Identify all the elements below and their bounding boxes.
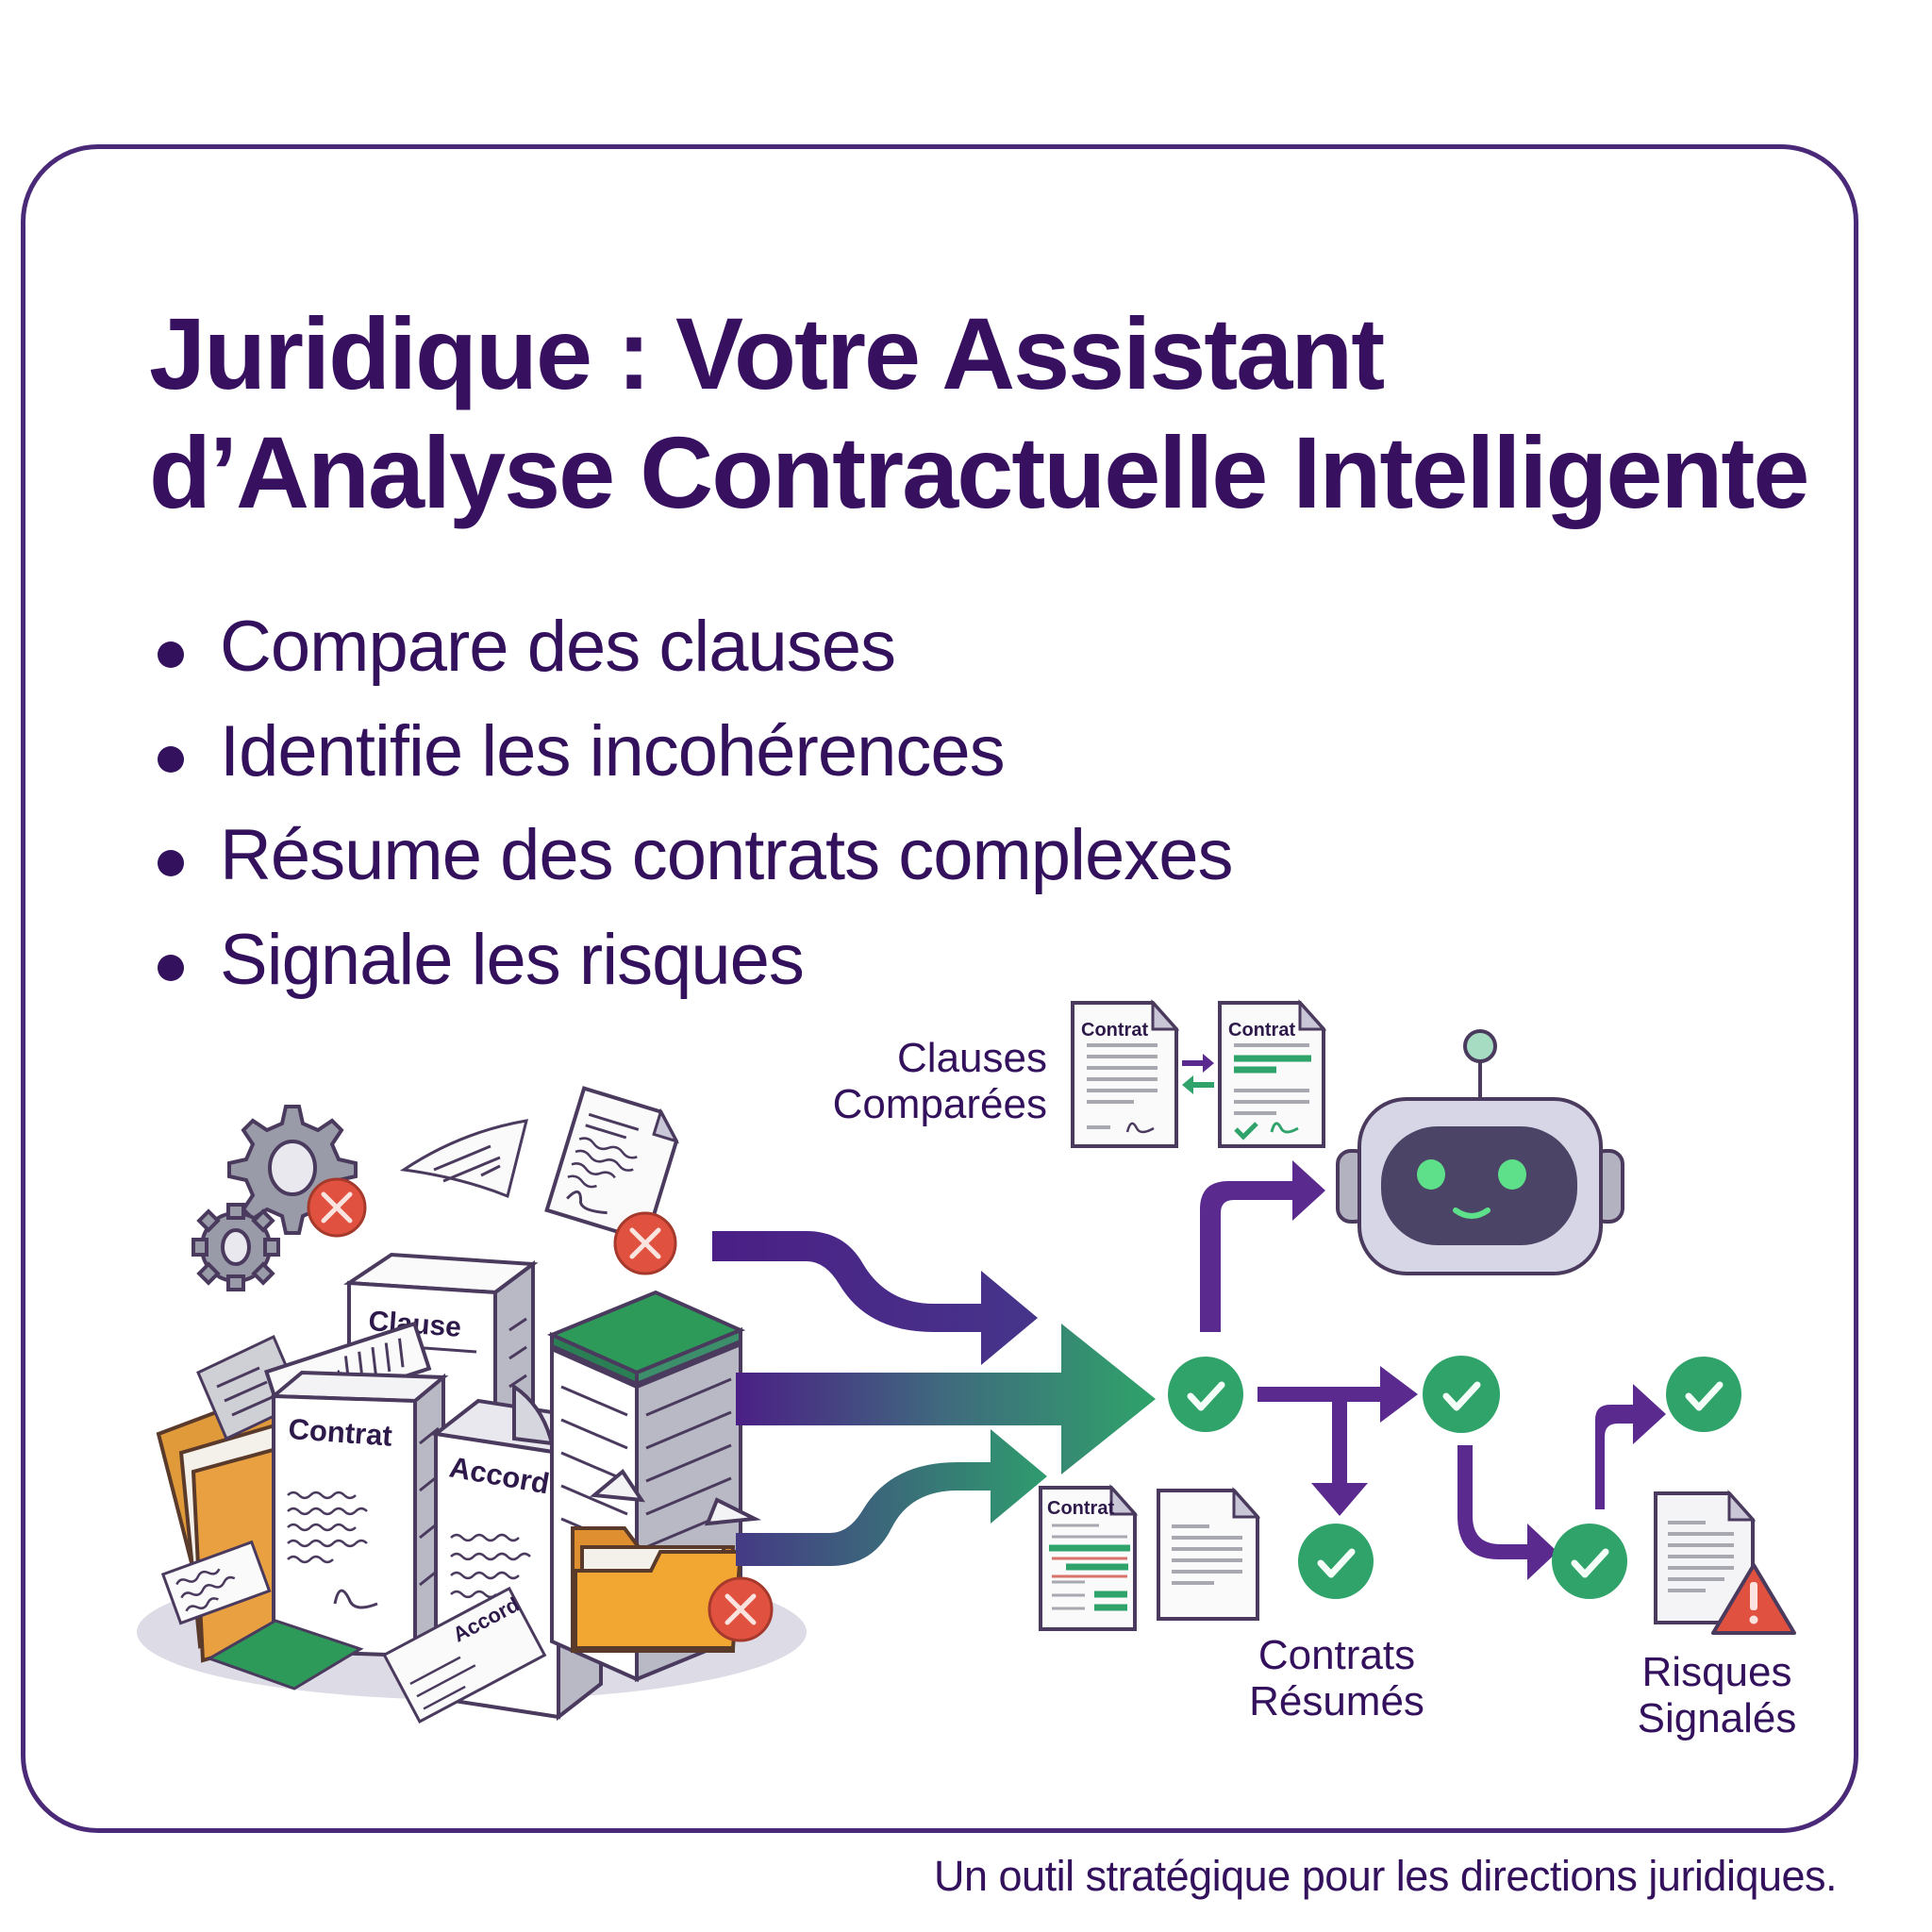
bullet-dot-icon	[158, 641, 184, 668]
contract-doc-right-title: Contrat	[1228, 1020, 1295, 1041]
title-line-1: Juridique : Votre Assistant	[149, 296, 1385, 410]
feature-item-compare: Compare des clauses	[151, 602, 1232, 707]
feature-label: Compare des clauses	[220, 607, 896, 687]
error-x-icon	[307, 1177, 367, 1238]
document-icon	[1157, 1487, 1261, 1621]
contract-summary-document-icon: Contrat	[1039, 1484, 1139, 1631]
compare-arrows-icon	[1182, 1054, 1214, 1094]
feature-label: Signale les risques	[220, 919, 805, 1000]
flagged-risks-label: Risques Signalés	[1575, 1649, 1858, 1741]
contract-stack-label: Contrat	[288, 1412, 393, 1453]
feature-item-flag-risks: Signale les risques	[151, 915, 1232, 1020]
error-x-icon	[613, 1211, 677, 1275]
label-line: Comparées	[832, 1081, 1047, 1127]
contract-document-icon: Contrat	[1071, 999, 1180, 1148]
error-x-icon	[708, 1576, 774, 1642]
loose-sheet-icon	[160, 1540, 272, 1625]
folder-icon	[571, 1526, 743, 1653]
green-folder-icon	[206, 1619, 364, 1690]
flow-connector	[1200, 1160, 1666, 1580]
check-circle-icon	[1298, 1524, 1374, 1599]
check-circle-icon	[1552, 1524, 1627, 1599]
summary-doc-title: Contrat	[1047, 1498, 1114, 1519]
check-circle-icon	[1168, 1357, 1243, 1432]
feature-item-summarize: Résume des contrats complexes	[151, 810, 1233, 915]
title-line-2: d’Analyse Contractuelle Intelligente	[149, 415, 1809, 529]
flow-arrow-icon	[712, 1231, 1038, 1365]
feature-label: Identifie les incohérences	[220, 710, 1006, 791]
bullet-dot-icon	[158, 954, 184, 981]
label-line: Signalés	[1637, 1695, 1797, 1741]
contract-doc-left-title: Contrat	[1081, 1020, 1148, 1041]
flow-arrow-icon	[736, 1324, 1156, 1474]
footer-tagline: Un outil stratégique pour les directions…	[934, 1852, 1838, 1900]
bullet-dot-icon	[158, 745, 184, 773]
risk-document-icon	[1654, 1490, 1757, 1624]
compared-clauses-label: Clauses Comparées	[774, 1035, 1047, 1127]
contract-document-icon: Contrat	[1218, 999, 1327, 1148]
label-line: Résumés	[1249, 1678, 1424, 1724]
flow-arrow-icon	[736, 1429, 1047, 1566]
check-circle-icon	[1666, 1357, 1741, 1432]
feature-label: Résume des contrats complexes	[220, 815, 1233, 895]
feature-item-identify: Identifie les incohérences	[151, 707, 1232, 811]
feature-list: Compare des clauses Identifie les incohé…	[151, 602, 1233, 1020]
robot-icon	[1336, 1029, 1624, 1275]
label-line: Contrats	[1257, 1632, 1416, 1678]
page-title: Juridique : Votre Assistant d’Analyse Co…	[149, 294, 1809, 532]
check-circle-icon	[1423, 1356, 1500, 1433]
summarized-contracts-label: Contrats Résumés	[1195, 1632, 1478, 1724]
gear-small-icon	[192, 1203, 280, 1291]
bullet-dot-icon	[158, 850, 184, 876]
signed-document-icon	[544, 1086, 680, 1243]
label-line: Risques	[1641, 1649, 1792, 1695]
warning-triangle-icon	[1711, 1563, 1796, 1635]
contract-stack: Contrat	[268, 1370, 449, 1660]
label-line: Clauses	[897, 1035, 1047, 1081]
loose-sheet-icon	[399, 1119, 529, 1199]
